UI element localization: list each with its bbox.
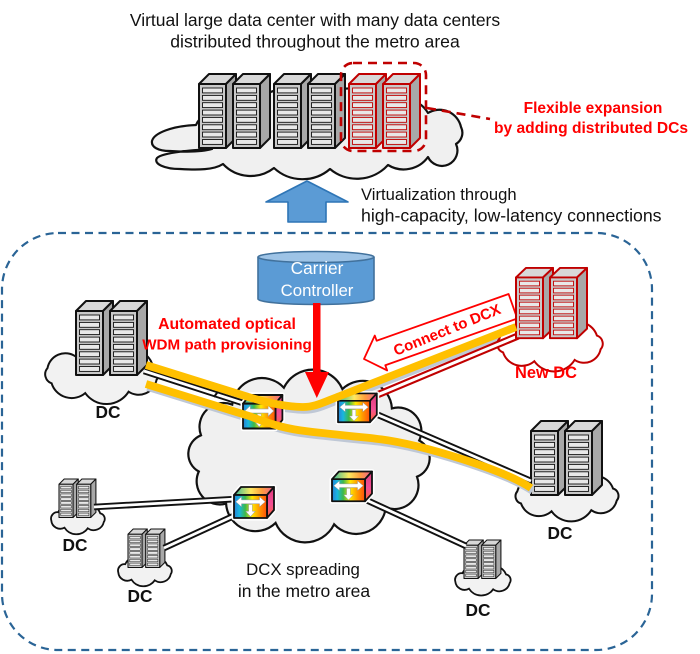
svg-text:high-capacity, low-latency con: high-capacity, low-latency connections xyxy=(361,206,662,226)
svg-text:in the metro area: in the metro area xyxy=(238,581,371,601)
svg-text:DC: DC xyxy=(548,523,573,543)
svg-text:Automated optical: Automated optical xyxy=(158,316,296,333)
svg-text:DCX spreading: DCX spreading xyxy=(246,560,360,579)
svg-text:DC: DC xyxy=(63,535,88,555)
svg-text:WDM path provisioning: WDM path provisioning xyxy=(142,337,312,354)
svg-text:DC: DC xyxy=(466,600,491,620)
svg-text:Carrier: Carrier xyxy=(291,258,344,278)
svg-text:by adding distributed DCs: by adding distributed DCs xyxy=(494,120,688,137)
svg-text:distributed throughout the met: distributed throughout the metro area xyxy=(170,32,460,52)
svg-text:Controller: Controller xyxy=(281,281,354,300)
svg-text:Virtualization through: Virtualization through xyxy=(361,185,517,204)
svg-text:New DC: New DC xyxy=(515,364,577,382)
svg-text:Virtual large data center with: Virtual large data center with many data… xyxy=(130,10,501,30)
svg-text:Flexible expansion: Flexible expansion xyxy=(524,100,663,117)
svg-text:DC: DC xyxy=(96,402,121,422)
svg-text:DC: DC xyxy=(128,586,153,606)
